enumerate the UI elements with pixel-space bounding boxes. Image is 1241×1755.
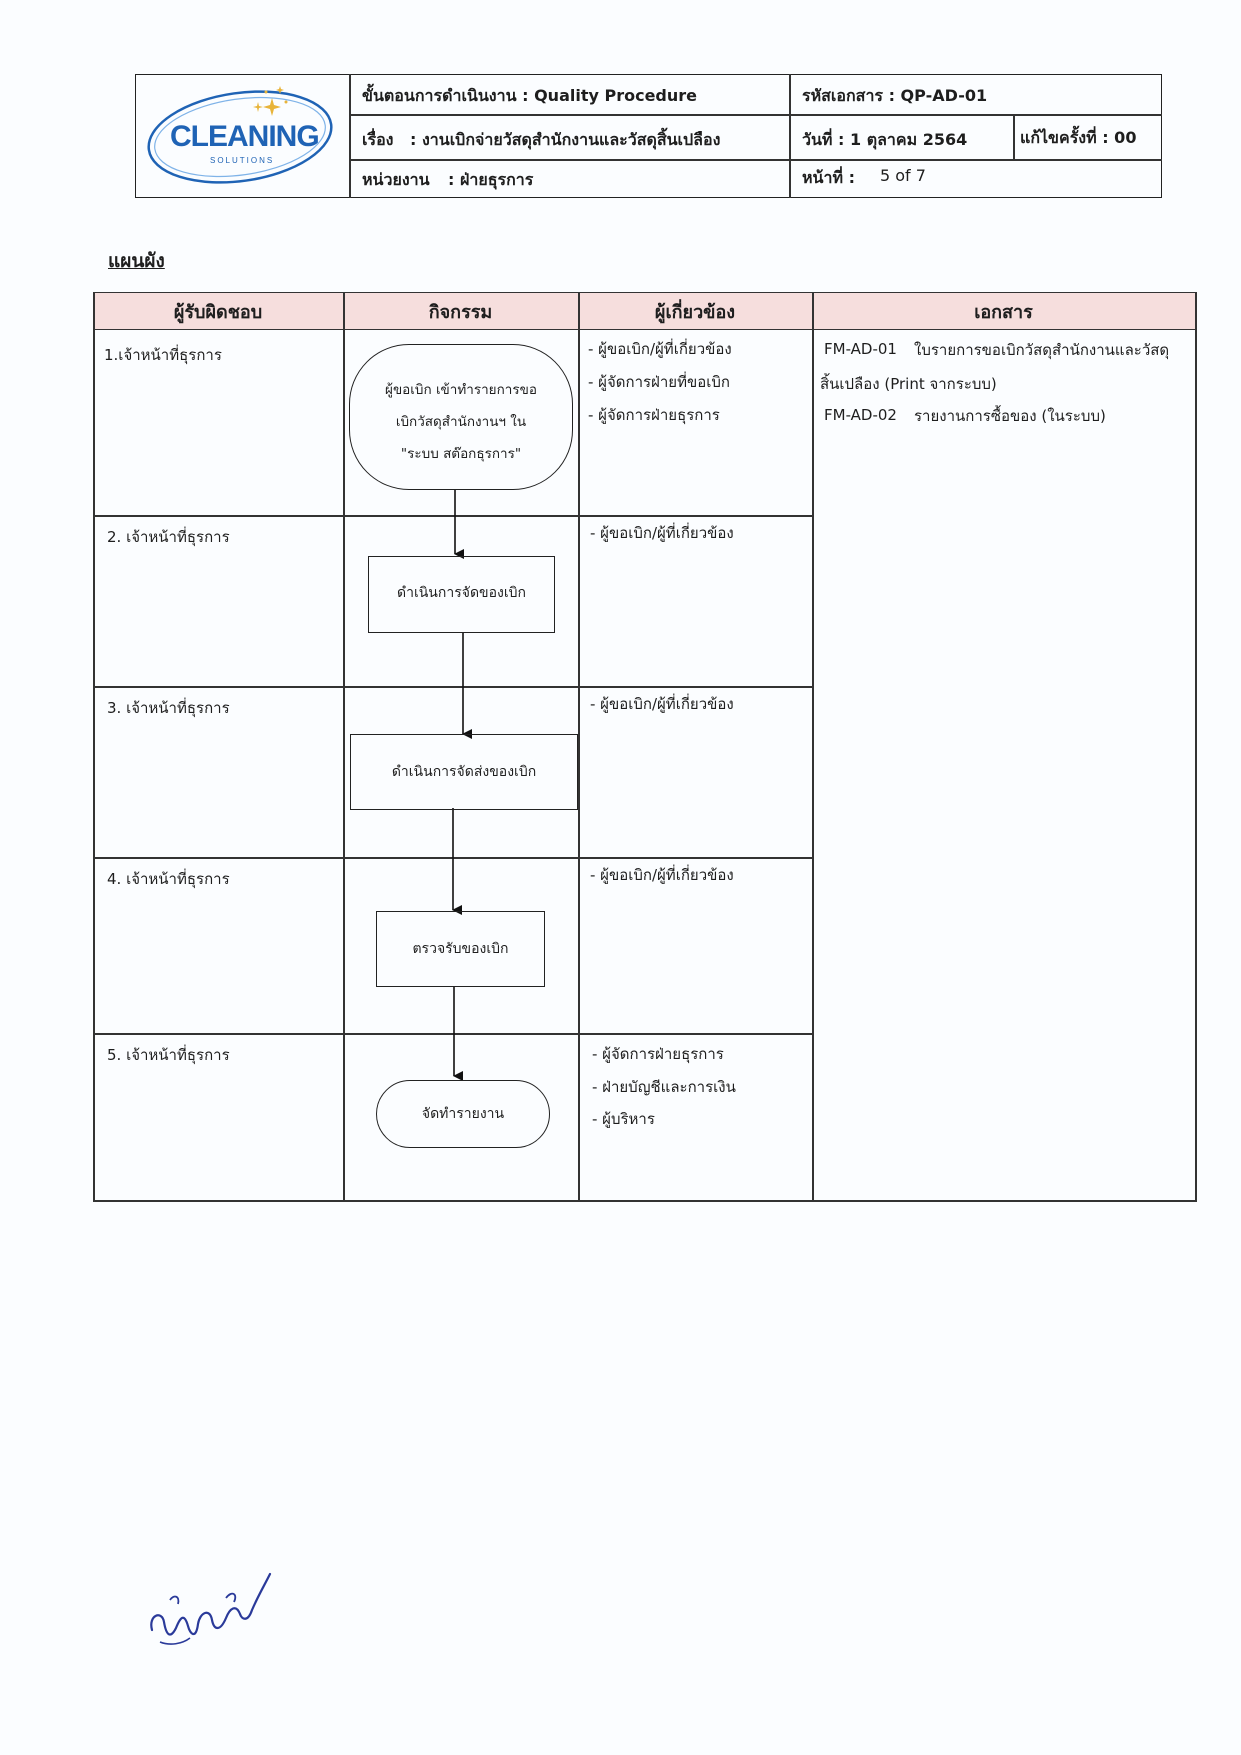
activity-1-line-2: เบิกวัสดุสำนักงานฯ ใน (395, 414, 527, 430)
flowchart-connectors (452, 490, 472, 1081)
flow-end-terminator (376, 1080, 550, 1148)
header-divider (1013, 114, 1015, 159)
logo-text: CLEANING (170, 120, 320, 153)
unit-label: หน่วยงาน (362, 170, 430, 189)
activity-4: ตรวจรับของเบิก (412, 941, 509, 957)
responsible-4: 4. เจ้าหน้าที่ธุรการ (107, 870, 230, 888)
related-2: - ผู้ขอเบิก/ผู้ที่เกี่ยวข้อง (590, 524, 734, 542)
header-divider (349, 114, 1162, 116)
activity-5: จัดทำรายงาน (421, 1106, 505, 1122)
related-1-line-3: - ผู้จัดการฝ่ายธุรการ (588, 406, 720, 424)
column-header-activity: กิจกรรม (428, 302, 493, 323)
column-header-responsible: ผู้รับผิดชอบ (173, 302, 263, 323)
document-header (135, 74, 1162, 198)
related-1-line-1: - ผู้ขอเบิก/ผู้ที่เกี่ยวข้อง (588, 340, 732, 358)
row-divider (93, 686, 812, 688)
table-border (93, 292, 95, 1202)
subject: : งานเบิกจ่ายวัสดุสำนักงานและวัสดุสิ้นเป… (410, 130, 721, 149)
column-header-documents: เอกสาร (974, 302, 1033, 323)
document-1-name: ใบรายการขอเบิกวัสดุสำนักงานและวัสดุ (914, 341, 1170, 359)
logo-subtext: SOLUTIONS (210, 156, 275, 165)
header-divider (349, 159, 1162, 161)
effective-date: วันที่ : 1 ตุลาคม 2564 (802, 130, 968, 149)
page-label: หน้าที่ : (802, 168, 855, 187)
flow-start-terminator (349, 344, 573, 490)
activity-2: ดำเนินการจัดของเบิก (397, 585, 526, 601)
logo-swoosh-icon (147, 86, 333, 184)
column-header-related: ผู้เกี่ยวข้อง (654, 302, 736, 323)
section-title: แผนผัง (108, 250, 165, 272)
related-4: - ผู้ขอเบิก/ผู้ที่เกี่ยวข้อง (590, 866, 734, 884)
document-1-code: FM-AD-01 (824, 340, 897, 358)
table-border (1195, 292, 1197, 1202)
table-border (812, 292, 814, 1202)
flow-process-deliver (350, 734, 578, 810)
table-header-row (93, 292, 1195, 330)
table-bottom-border (93, 1200, 1196, 1202)
subject-prefix: เรื่อง (362, 130, 394, 149)
document-1-name-cont: สิ้นเปลือง (Print จากระบบ) (820, 375, 997, 393)
document-2-code: FM-AD-02 (824, 406, 897, 424)
activity-1-line-3: "ระบบ สต๊อกธุรการ" (400, 446, 522, 462)
related-1-line-2: - ผู้จัดการฝ่ายที่ขอเบิก (588, 373, 730, 391)
page-number: 5 of 7 (880, 166, 926, 185)
responsible-1: 1.เจ้าหน้าที่ธุรการ (104, 346, 222, 364)
responsible-3: 3. เจ้าหน้าที่ธุรการ (107, 699, 230, 717)
header-divider (349, 74, 351, 198)
related-5-line-3: - ผู้บริหาร (592, 1110, 655, 1128)
row-divider (93, 1033, 812, 1035)
document-2-name: รายงานการซื้อของ (ในระบบ) (914, 407, 1106, 425)
activity-1-line-1: ผู้ขอเบิก เข้าทำรายการขอ (385, 382, 537, 398)
procedure-label: ขั้นตอนการดำเนินงาน : Quality Procedure (362, 86, 698, 105)
table-border (578, 292, 580, 1202)
handwritten-signature (150, 1572, 272, 1645)
document-code: รหัสเอกสาร : QP-AD-01 (802, 86, 988, 105)
related-3: - ผู้ขอเบิก/ผู้ที่เกี่ยวข้อง (590, 695, 734, 713)
responsible-2: 2. เจ้าหน้าที่ธุรการ (107, 528, 230, 546)
company-logo: CLEANING SOLUTIONS (140, 80, 340, 192)
row-divider (93, 515, 812, 517)
flow-process-prepare (368, 556, 555, 633)
related-5-line-1: - ผู้จัดการฝ่ายธุรการ (592, 1045, 724, 1063)
flow-process-inspect (376, 911, 545, 987)
related-5-line-2: - ฝ่ายบัญชีและการเงิน (592, 1078, 736, 1096)
revision-number: แก้ไขครั้งที่ : 00 (1020, 128, 1137, 147)
activity-3: ดำเนินการจัดส่งของเบิก (391, 764, 537, 780)
responsible-5: 5. เจ้าหน้าที่ธุรการ (107, 1046, 230, 1064)
table-border (343, 292, 345, 1202)
unit-value: : ฝ่ายธุรการ (448, 170, 534, 189)
header-divider (789, 74, 791, 198)
